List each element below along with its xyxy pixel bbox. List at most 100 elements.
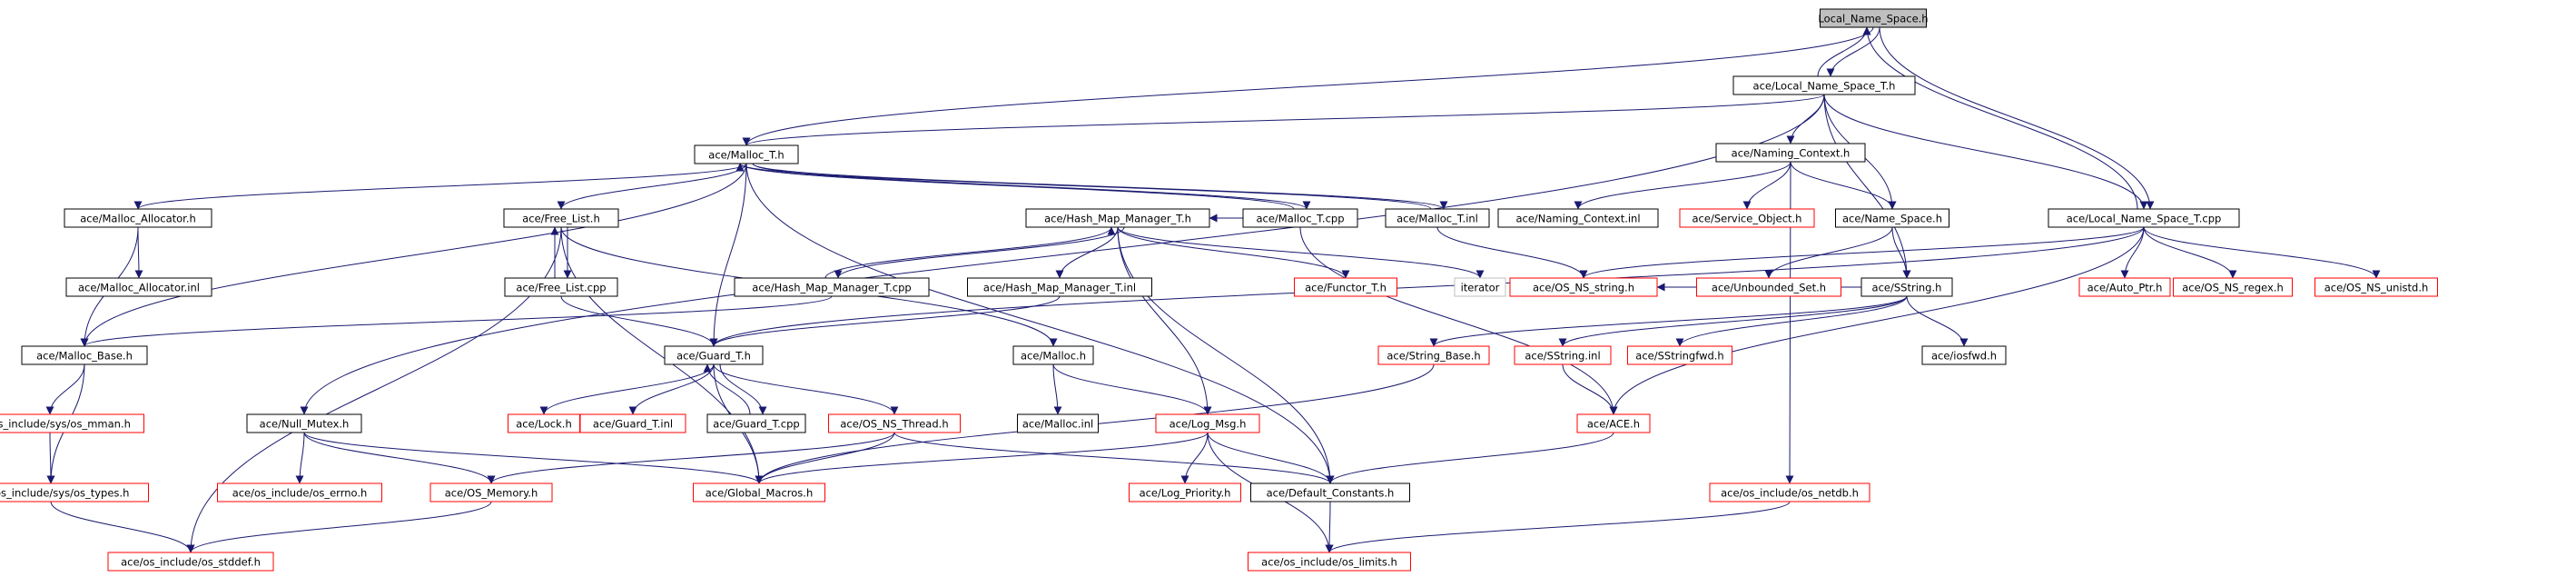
- node-box: [0, 482, 149, 502]
- node-box: [1835, 208, 1949, 228]
- dependency-edge-n_lns-n_mt: [742, 26, 1874, 146]
- node-hmm[interactable]: ace/Hash_Map_Manager_T.h: [1025, 208, 1210, 228]
- node-gtinl[interactable]: ace/Guard_T.inl: [579, 413, 686, 433]
- node-ns[interactable]: ace/Name_Space.h: [1835, 208, 1949, 228]
- node-rgx[interactable]: ace/OS_NS_regex.h: [2173, 277, 2293, 297]
- node-box: [1385, 208, 1490, 228]
- node-box: [1627, 345, 1732, 365]
- node-mt[interactable]: ace/Malloc_T.h: [694, 144, 799, 164]
- node-mtinl[interactable]: ace/Malloc_T.inl: [1385, 208, 1490, 228]
- node-label: ace/Global_Macros.h: [706, 487, 814, 500]
- dependency-edge-n_lnscpp-n_gt: [709, 226, 2145, 347]
- node-box: [1921, 345, 2007, 365]
- node-box: [2173, 277, 2293, 297]
- dependency-edge-n_osmem-n_stddef: [186, 501, 492, 553]
- node-hmmcpp[interactable]: ace/Hash_Map_Manager_T.cpp: [734, 277, 930, 297]
- dependency-edge-n_mt-n_mb: [80, 163, 747, 347]
- node-box: [107, 552, 274, 572]
- dependency-edge-n_gt-n_thr: [713, 363, 899, 415]
- node-sstr[interactable]: ace/SString.h: [1860, 277, 1953, 297]
- node-flcpp[interactable]: ace/Free_List.cpp: [504, 277, 618, 297]
- node-uni[interactable]: ace/OS_NS_unistd.h: [2314, 277, 2438, 297]
- node-label: ace/Malloc_T.cpp: [1256, 213, 1344, 225]
- node-func[interactable]: ace/Functor_T.h: [1294, 277, 1397, 297]
- node-gt[interactable]: ace/Guard_T.h: [664, 345, 764, 365]
- node-box: [693, 482, 825, 502]
- dependency-edge-n_mt-n_mtinl: [752, 163, 1448, 210]
- node-lnst[interactable]: ace/Local_Name_Space_T.h: [1732, 75, 1916, 95]
- node-thr[interactable]: ace/OS_NS_Thread.h: [828, 413, 961, 433]
- node-gtcpp[interactable]: ace/Guard_T.cpp: [706, 413, 806, 433]
- node-gm[interactable]: ace/Global_Macros.h: [693, 482, 825, 502]
- node-lns[interactable]: Local_Name_Space.h: [1818, 8, 1929, 28]
- node-box: [1129, 482, 1241, 502]
- node-stddef[interactable]: ace/os_include/os_stddef.h: [107, 552, 274, 572]
- node-malinl[interactable]: ace/Malloc.inl: [1017, 413, 1099, 433]
- node-osstr[interactable]: ace/OS_NS_string.h: [1509, 277, 1658, 297]
- dependency-edge-n_lm-n_dc: [1207, 432, 1335, 484]
- node-label: ace/SStringfwd.h: [1635, 350, 1723, 363]
- node-box: [65, 277, 212, 297]
- dependency-edge-n_mman-n_types: [46, 432, 55, 484]
- node-label: ace/os_include/os_errno.h: [232, 487, 368, 500]
- node-ios[interactable]: ace/iosfwd.h: [1921, 345, 2007, 365]
- node-mtcpp[interactable]: ace/Malloc_T.cpp: [1242, 208, 1358, 228]
- node-lp[interactable]: ace/Log_Priority.h: [1129, 482, 1241, 502]
- node-ace[interactable]: ace/ACE.h: [1576, 413, 1651, 433]
- node-hmminl[interactable]: ace/Hash_Map_Manager_T.inl: [967, 277, 1152, 297]
- node-limits[interactable]: ace/os_include/os_limits.h: [1248, 552, 1411, 572]
- node-label: ace/os_include/sys/os_types.h: [0, 487, 129, 500]
- node-label: ace/String_Base.h: [1387, 350, 1480, 363]
- node-so[interactable]: ace/Service_Object.h: [1679, 208, 1815, 228]
- dependency-edge-n_lnst-n_sstr: [1823, 94, 1911, 279]
- node-netdb[interactable]: ace/os_include/os_netdb.h: [1709, 482, 1870, 502]
- node-box: [1454, 277, 1506, 297]
- node-label: ace/OS_NS_regex.h: [2182, 282, 2284, 294]
- dependency-edge-n_lnscpp-n_ap: [2120, 226, 2145, 279]
- node-label: ace/os_include/os_netdb.h: [1721, 487, 1859, 500]
- dependency-edge-n_nm-n_errno: [295, 432, 305, 484]
- node-label: ace/Malloc_T.inl: [1397, 213, 1478, 225]
- node-osmem[interactable]: ace/OS_Memory.h: [429, 482, 553, 502]
- dependency-edge-n_types-n_stddef: [50, 501, 195, 553]
- node-box: [664, 345, 764, 365]
- node-nm[interactable]: ace/Null_Mutex.h: [246, 413, 362, 433]
- node-label: ace/Malloc.inl: [1022, 418, 1093, 431]
- node-label: ace/Local_Name_Space_T.cpp: [2067, 213, 2222, 225]
- node-ap[interactable]: ace/Auto_Ptr.h: [2078, 277, 2171, 297]
- node-mal[interactable]: ace/Malloc.h: [1012, 345, 1094, 365]
- node-lm[interactable]: ace/Log_Msg.h: [1155, 413, 1260, 433]
- node-sb[interactable]: ace/String_Base.h: [1377, 345, 1490, 365]
- node-sinl[interactable]: ace/SString.inl: [1514, 345, 1612, 365]
- node-us[interactable]: ace/Unbounded_Set.h: [1696, 277, 1841, 297]
- dependency-edge-n_dc-n_limits: [1325, 501, 1334, 553]
- node-mb[interactable]: ace/Malloc_Base.h: [21, 345, 148, 365]
- dependency-edge-n_ma-n_mainl: [134, 226, 143, 279]
- node-label: ace/Malloc.h: [1021, 350, 1086, 363]
- dependency-edge-n_mtcpp-n_ace: [1299, 226, 1618, 415]
- node-sfwd[interactable]: ace/SStringfwd.h: [1627, 345, 1732, 365]
- node-box: [2314, 277, 2438, 297]
- dependency-edge-n_hmm-n_hmminl: [1055, 226, 1119, 279]
- dependency-edge-n_mtinl-n_mt: [735, 163, 1432, 210]
- dependency-edge-n_ns-n_sstr: [1891, 226, 1911, 279]
- node-types[interactable]: ace/os_include/sys/os_types.h: [0, 482, 149, 502]
- dependency-edge-n_mt-n_mtcpp: [752, 163, 1311, 210]
- dependency-edge-n_nc-n_so: [1742, 161, 1791, 210]
- node-iter[interactable]: iterator: [1454, 277, 1506, 297]
- node-fl[interactable]: ace/Free_List.h: [503, 208, 619, 228]
- node-label: ace/Functor_T.h: [1305, 282, 1387, 294]
- node-ncinl[interactable]: ace/Naming_Context.inl: [1497, 208, 1659, 228]
- dependency-edge-n_hmm-n_lm: [1117, 226, 1212, 415]
- node-mainl[interactable]: ace/Malloc_Allocator.inl: [65, 277, 212, 297]
- node-lock[interactable]: ace/Lock.h: [508, 413, 580, 433]
- node-errno[interactable]: ace/os_include/os_errno.h: [217, 482, 382, 502]
- node-nc[interactable]: ace/Naming_Context.h: [1715, 143, 1866, 163]
- node-box: [1248, 552, 1411, 572]
- node-lnscpp[interactable]: ace/Local_Name_Space_T.cpp: [2048, 208, 2240, 228]
- node-box: [1377, 345, 1490, 365]
- node-ma[interactable]: ace/Malloc_Allocator.h: [64, 208, 212, 228]
- node-label: ace/Malloc_T.h: [708, 149, 784, 162]
- node-mman[interactable]: ace/os_include/sys/os_mman.h: [0, 413, 144, 433]
- node-dc[interactable]: ace/Default_Constants.h: [1250, 482, 1410, 502]
